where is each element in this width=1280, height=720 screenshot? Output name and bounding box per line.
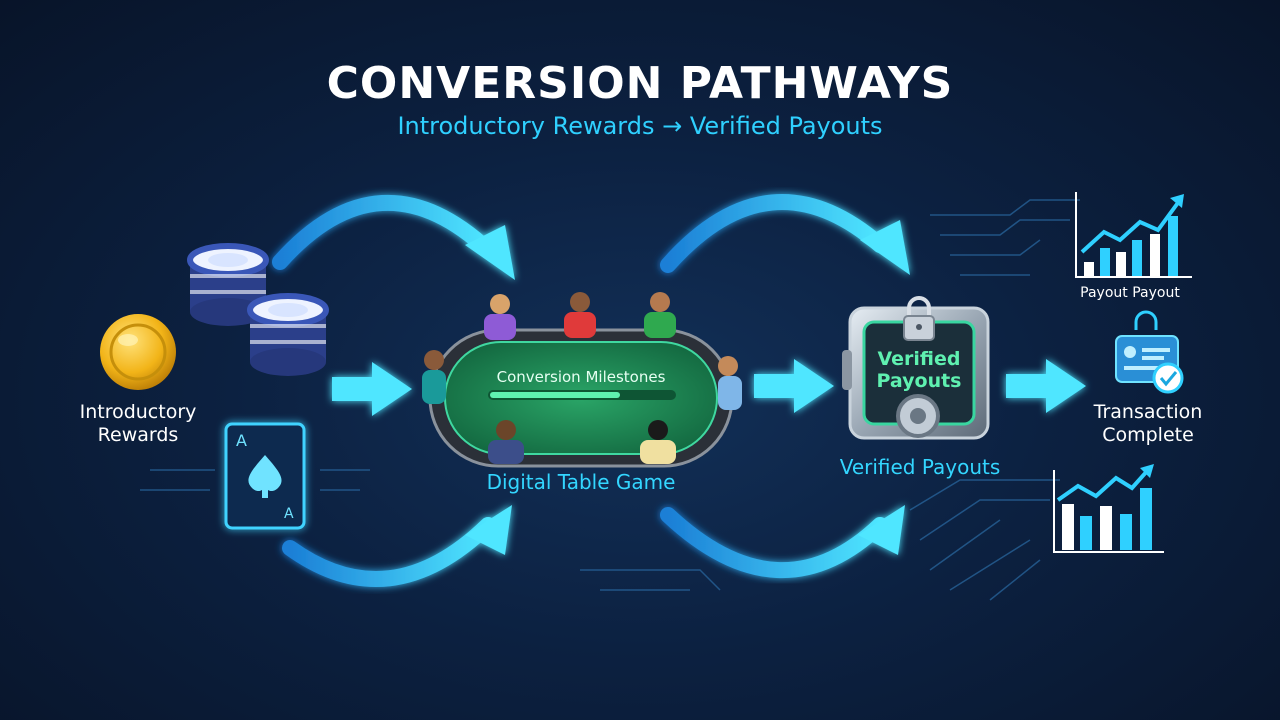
curved-arrow-bottom-left (282, 505, 512, 588)
player-figures-decoration (422, 292, 742, 464)
payout-chart-label: Payout Payout (1080, 285, 1180, 301)
curved-arrow-top-left (272, 194, 515, 280)
svg-text:A: A (284, 506, 294, 522)
page-title: CONVERSION PATHWAYS (326, 58, 954, 109)
circuit-lines-decoration (140, 199, 1080, 601)
arrow-vault-to-transaction (1006, 359, 1086, 413)
transaction-label-line1: Transaction (1093, 401, 1203, 423)
payout-bar-chart-icon (1075, 192, 1192, 278)
growth-bar-chart-icon (1053, 464, 1164, 553)
arrow-rewards-to-table (332, 362, 412, 416)
rewards-label: Introductory Rewards (60, 401, 216, 447)
page-subtitle: Introductory Rewards → Verified Payouts (397, 112, 883, 140)
vault-screen-line1: Verified (877, 348, 961, 370)
vault-screen-text: Verified Payouts (864, 348, 974, 392)
curved-arrow-top-right (660, 194, 910, 275)
gold-coin-icon (100, 314, 176, 390)
arrow-table-to-vault (754, 359, 834, 413)
table-label: Digital Table Game (486, 470, 676, 494)
rewards-label-line2: Rewards (97, 424, 179, 446)
transaction-label: Transaction Complete (1074, 401, 1222, 447)
poker-table-icon (422, 292, 742, 468)
svg-text:A: A (236, 431, 247, 450)
rewards-label-line1: Introductory (79, 401, 197, 423)
poker-chips-icon (187, 243, 329, 376)
vault-label: Verified Payouts (839, 455, 1001, 479)
checkmark-badge-icon (1152, 362, 1184, 394)
ace-of-spades-card-icon: A A (224, 422, 306, 530)
vault-screen-line2: Payouts (876, 370, 962, 392)
curved-arrow-bottom-right (660, 505, 905, 579)
table-felt-text: Conversion Milestones (496, 368, 666, 386)
padlock-icon (903, 296, 935, 341)
vault-safe-icon (842, 306, 990, 440)
transaction-label-line2: Complete (1102, 424, 1194, 446)
